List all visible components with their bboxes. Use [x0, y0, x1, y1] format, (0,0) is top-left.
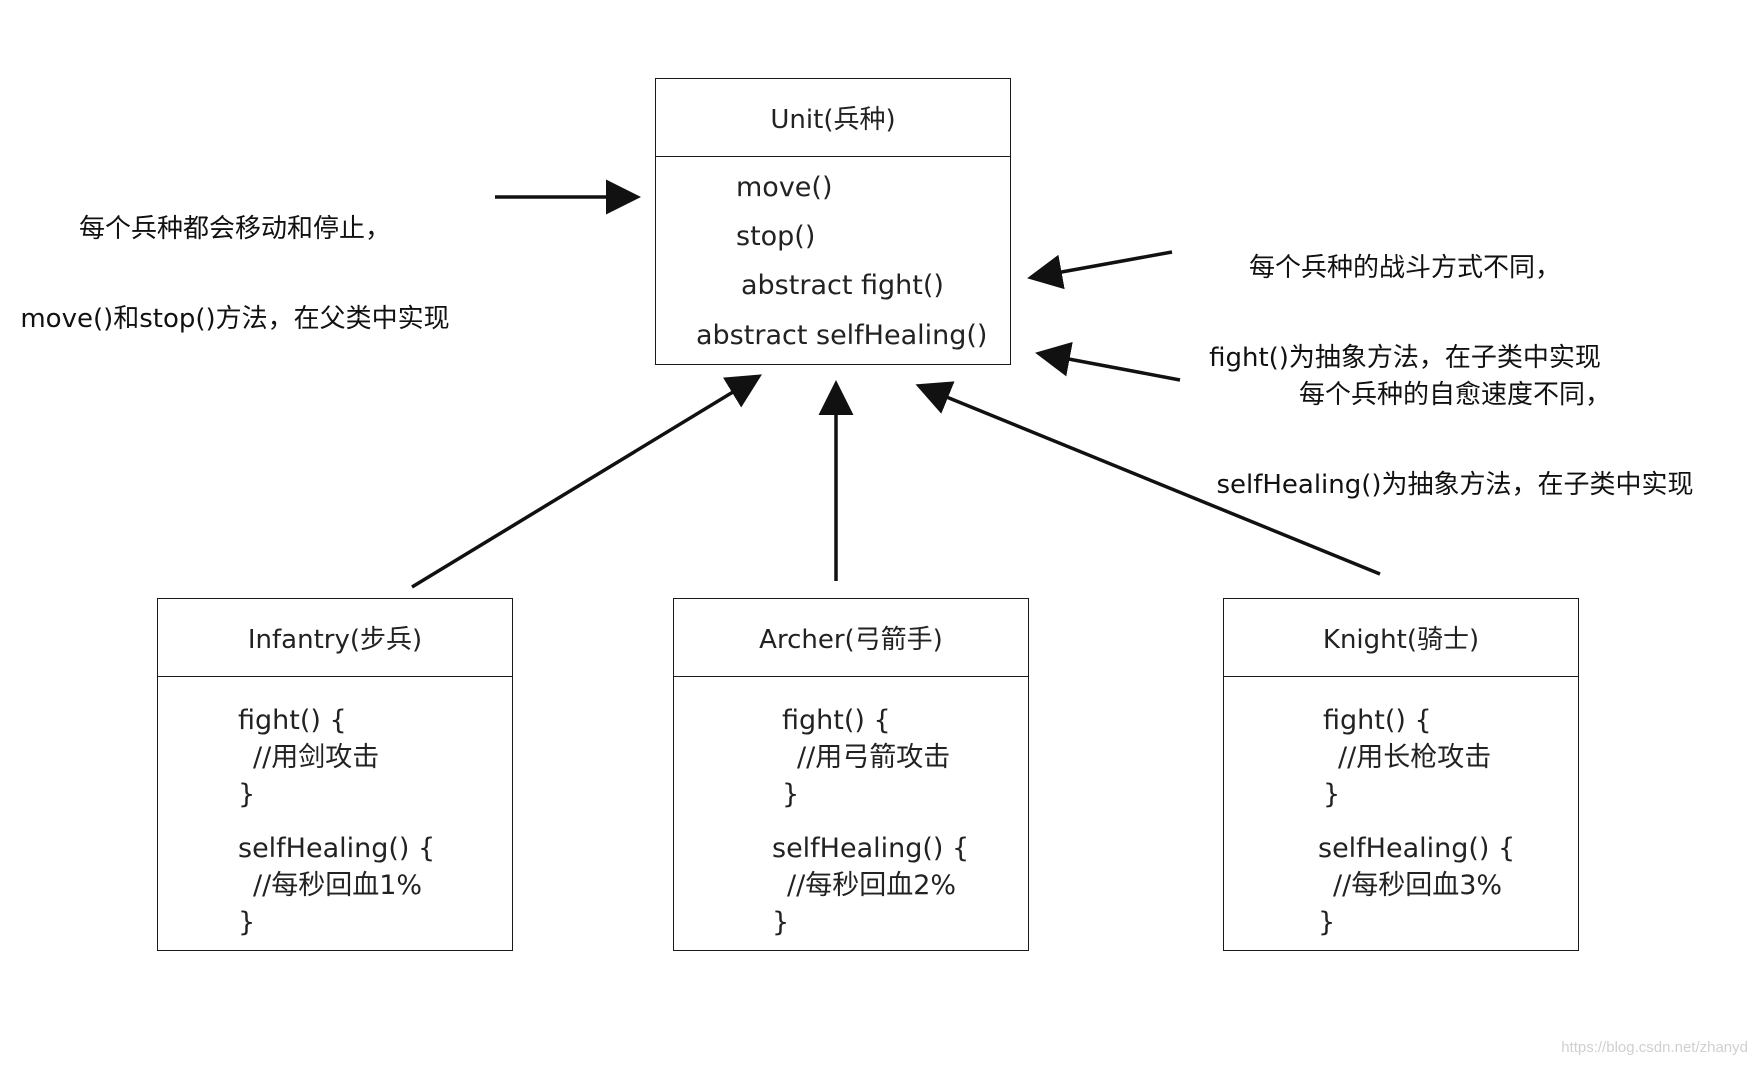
note-line: fight()为抽象方法，在子类中实现 [1209, 343, 1601, 373]
note-self-healing: 每个兵种的自愈速度不同， selfHealing()为抽象方法，在子类中实现 [1190, 330, 1720, 524]
note-move-stop: 每个兵种都会移动和停止， move()和stop()方法，在父类中实现 [20, 164, 450, 358]
arrow-infantry-inherits [411, 374, 762, 589]
note-line: 每个兵种的战斗方式不同， [1248, 253, 1561, 283]
note-line: 每个兵种都会移动和停止， [78, 214, 391, 244]
method-stop: stop() [736, 221, 816, 252]
code-comment: //每秒回血1% [253, 870, 423, 901]
arrow-fight-note [1027, 250, 1173, 290]
child-class-archer: Archer(弓箭手) fight() { //用弓箭攻击 } selfHeal… [673, 598, 1029, 951]
code-line: } [1323, 779, 1341, 810]
code-line: } [238, 907, 256, 938]
method-abstract-fight: abstract fight() [741, 270, 944, 301]
arrow-self-healing-note [1035, 341, 1181, 382]
child-class-infantry: Infantry(步兵) fight() { //用剑攻击 } selfHeal… [157, 598, 513, 951]
watermark: https://blog.csdn.net/zhanyd [1561, 1039, 1748, 1056]
code-comment: //用剑攻击 [253, 742, 380, 773]
code-comment: //每秒回血2% [787, 870, 957, 901]
note-line: move()和stop()方法，在父类中实现 [20, 304, 450, 334]
code-line: } [238, 779, 256, 810]
parent-class-unit: Unit(兵种) move() stop() abstract fight() … [655, 78, 1011, 365]
child-class-knight: Knight(骑士) fight() { //用长枪攻击 } selfHeali… [1223, 598, 1579, 951]
class-title: Archer(弓箭手) [674, 599, 1028, 677]
note-fight: 每个兵种的战斗方式不同， fight()为抽象方法，在子类中实现 [1190, 203, 1620, 397]
method-move: move() [736, 172, 833, 203]
code-line: } [782, 779, 800, 810]
code-comment: //用长枪攻击 [1338, 742, 1492, 773]
class-title: Infantry(步兵) [158, 599, 512, 677]
class-title: Knight(骑士) [1224, 599, 1578, 677]
code-line: selfHealing() { [238, 833, 436, 864]
class-title: Unit(兵种) [656, 79, 1010, 157]
code-line: fight() { [238, 705, 347, 736]
code-comment: //每秒回血3% [1333, 870, 1503, 901]
code-comment: //用弓箭攻击 [797, 742, 951, 773]
code-line: fight() { [1323, 705, 1432, 736]
note-line: 每个兵种的自愈速度不同， [1298, 380, 1611, 410]
code-line: fight() { [782, 705, 891, 736]
method-abstract-self-healing: abstract selfHealing() [696, 320, 988, 351]
code-line: selfHealing() { [772, 833, 970, 864]
note-line: selfHealing()为抽象方法，在子类中实现 [1216, 470, 1694, 500]
code-line: } [772, 907, 790, 938]
code-line: selfHealing() { [1318, 833, 1516, 864]
code-line: } [1318, 907, 1336, 938]
